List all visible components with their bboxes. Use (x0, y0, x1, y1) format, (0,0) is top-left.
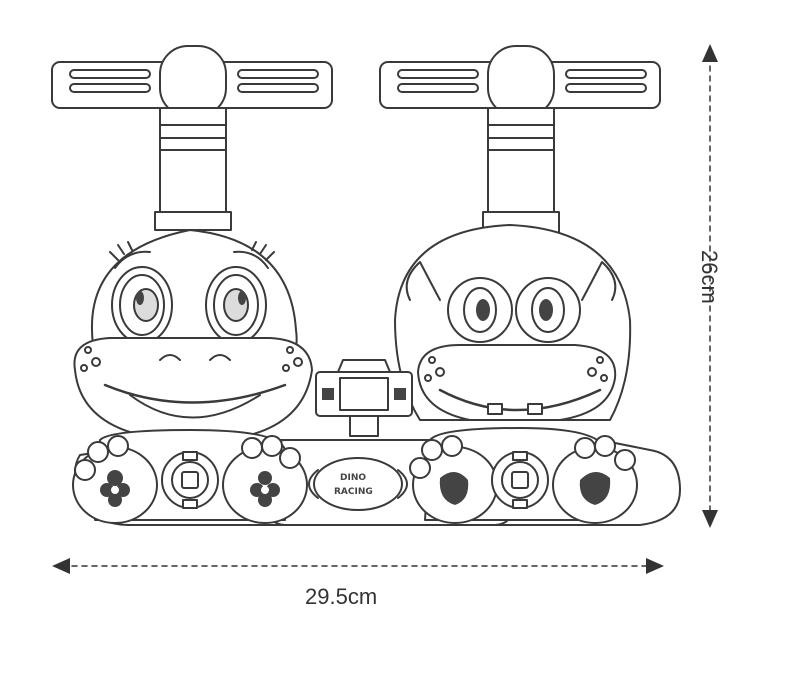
right-handle[interactable] (379, 45, 661, 241)
left-handle[interactable] (51, 45, 333, 231)
left-dinosaur (72, 229, 313, 524)
height-dimension (702, 44, 718, 528)
logo-line1: DINO (340, 473, 366, 483)
dino-racing-logo: DINO RACING (308, 457, 408, 511)
width-label: 29.5cm (305, 584, 378, 609)
arrow-right-icon (646, 558, 664, 574)
arrow-up-icon (702, 44, 718, 62)
width-dimension (52, 558, 664, 574)
logo-line2: RACING (334, 487, 373, 497)
right-dinosaur (394, 224, 638, 524)
arrow-down-icon (702, 510, 718, 528)
score-counter (315, 359, 413, 437)
arrow-left-icon (52, 558, 70, 574)
height-label: 26cm (697, 250, 722, 304)
